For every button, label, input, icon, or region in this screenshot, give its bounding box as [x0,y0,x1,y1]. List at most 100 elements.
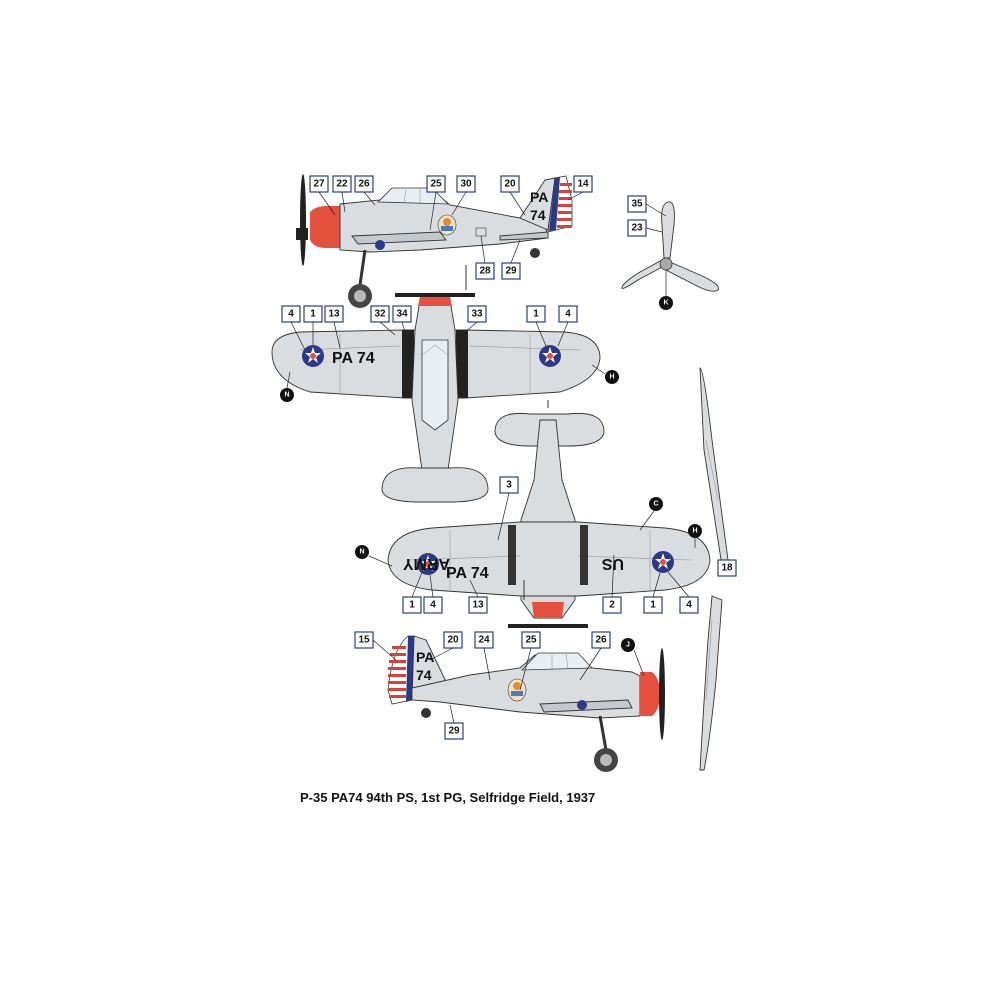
bottom-view-landing-gear [508,525,588,585]
svg-text:13: 13 [472,600,484,611]
callout-4-bottom-left: 4 [423,596,443,614]
bottom-view-wing-code: PA 74 [446,565,489,582]
svg-text:4: 4 [288,309,294,320]
top-view-roundel-left [302,345,324,367]
svg-text:2: 2 [609,600,615,611]
top-view-cowl [418,296,452,306]
top-view-propeller [395,293,475,297]
callout-26-right: 26 [591,631,611,649]
svg-text:25: 25 [430,179,442,190]
bottom-view: ARMY PA 74 US [387,412,711,628]
callout-32: 32 [370,305,390,323]
svg-text:K: K [663,300,668,307]
svg-text:1: 1 [310,309,316,320]
top-view-roundel-right [539,345,561,367]
svg-text:H: H [692,528,697,535]
svg-text:H: H [609,374,614,381]
bottom-view-army: ARMY [403,555,450,572]
right-side-fin-code-top: PA [416,649,434,665]
bottom-view-roundel-right [652,551,674,573]
callout-26: 26 [354,175,374,193]
left-side-view: PA 74 [296,174,573,308]
callout-2: 2 [602,596,622,614]
left-side-squadron-emblem [437,214,457,236]
callout-1-top-right: 1 [526,305,546,323]
svg-text:33: 33 [471,309,483,320]
callout-15: 15 [354,631,374,649]
left-side-wing [351,231,447,245]
propeller-detail-view: 35 23 K [621,195,720,310]
svg-text:24: 24 [478,635,490,646]
callout-25: 25 [426,175,446,193]
svg-text:N: N [284,392,289,399]
svg-text:26: 26 [595,635,607,646]
prop-blade-right [665,261,720,292]
prop-blade-upper [661,201,675,259]
callout-13-top: 13 [324,305,344,323]
callout-22: 22 [332,175,352,193]
callout-1-bottom-right: 1 [643,596,663,614]
front-view-wing-lower [699,595,723,771]
svg-text:25: 25 [525,635,537,646]
svg-text:20: 20 [504,179,516,190]
svg-text:1: 1 [533,309,539,320]
callout-35: 35 [627,195,647,213]
right-side-canopy [521,652,593,671]
callout-13-bottom: 13 [468,596,488,614]
left-side-callouts: 27 22 26 25 30 20 14 28 29 [309,175,593,280]
svg-text:23: 23 [631,223,643,234]
callout-4-top-left: 4 [281,305,301,323]
callout-27: 27 [309,175,329,193]
right-side-propeller [659,648,665,740]
letter-j: J [621,638,635,652]
letter-h-bottom: H [688,524,702,538]
bottom-view-roundel-left [417,553,439,575]
callout-3: 3 [499,476,519,494]
svg-text:28: 28 [479,266,491,277]
top-view-walkway-left [402,330,414,398]
front-view: 18 [699,367,737,771]
callout-4-top-right: 4 [558,305,578,323]
svg-text:13: 13 [328,309,340,320]
svg-text:27: 27 [313,179,325,190]
right-side-fin-code-bottom: 74 [416,667,432,683]
callout-29: 29 [501,262,521,280]
right-side-squadron-emblem [507,678,527,702]
top-view-walkway-right [456,330,468,398]
right-side-view: PA 74 [387,635,665,772]
left-side-fin-code-top: PA [530,189,548,205]
profile-caption: P-35 PA74 94th PS, 1st PG, Selfridge Fie… [300,790,596,805]
letter-k: K [659,296,673,310]
svg-text:4: 4 [430,600,436,611]
bottom-view-cowl [532,602,564,618]
bottom-view-wing [387,521,711,597]
svg-text:1: 1 [409,600,415,611]
callout-28: 28 [475,262,495,280]
callout-34: 34 [392,305,412,323]
svg-text:34: 34 [396,309,408,320]
svg-text:20: 20 [447,635,459,646]
left-side-landing-gear [348,248,540,308]
letter-c-bottom: C [649,497,663,511]
callout-4-bottom-right: 4 [679,596,699,614]
right-side-rudder-stripes [387,635,415,705]
bottom-view-us: US [601,555,624,572]
svg-text:29: 29 [448,726,460,737]
callout-23: 23 [627,219,647,237]
front-view-wing-upper [699,367,729,567]
prop-hub [659,257,673,271]
callout-1-bottom-left: 1 [402,596,422,614]
svg-text:J: J [626,642,630,649]
left-side-fin-code-bottom: 74 [530,207,546,223]
svg-text:1: 1 [650,600,656,611]
svg-text:4: 4 [686,600,692,611]
right-side-landing-gear [421,708,618,772]
svg-text:30: 30 [460,179,472,190]
left-side-propeller [296,174,308,266]
svg-text:22: 22 [336,179,348,190]
left-side-cowling [310,206,340,248]
callout-14: 14 [573,175,593,193]
svg-text:4: 4 [565,309,571,320]
letter-h-top: H [605,370,619,384]
